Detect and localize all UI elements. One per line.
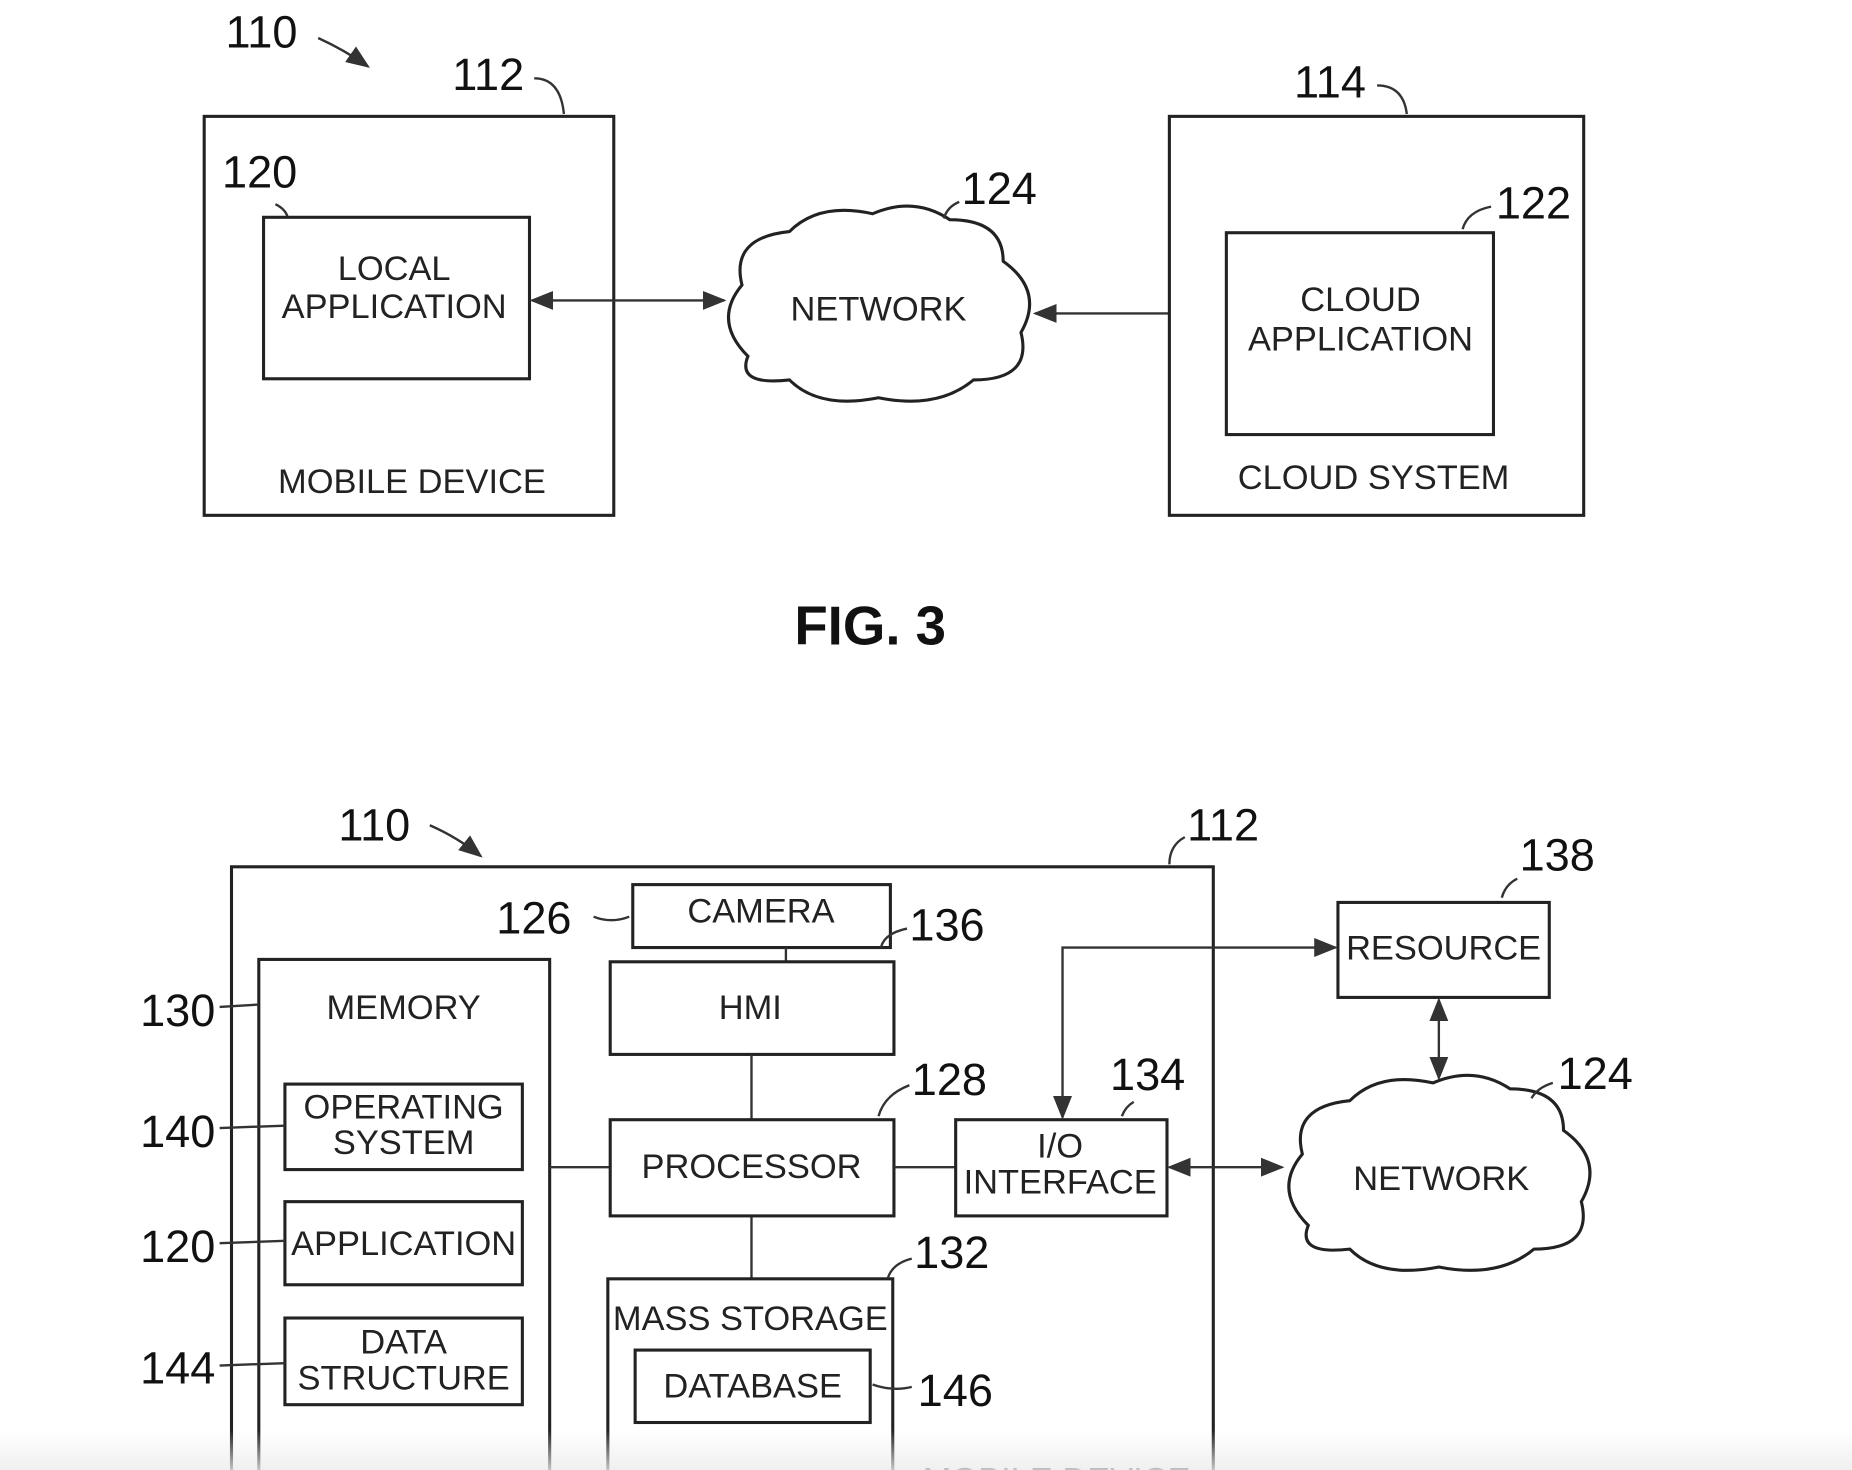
- ref-138: 138: [1520, 829, 1595, 880]
- figure-caption: FIG. 3: [794, 596, 946, 657]
- memory-label: MEMORY: [327, 989, 481, 1027]
- leader-line: [219, 1239, 285, 1245]
- data-structure-box: [283, 1316, 524, 1407]
- operating-system-line1: OPERATING: [304, 1089, 504, 1127]
- data-structure-line2: STRUCTURE: [298, 1359, 510, 1397]
- io-interface-box: [954, 1118, 1169, 1218]
- data-structure-line1: DATA: [360, 1324, 447, 1362]
- ref-124: 124: [962, 163, 1037, 214]
- ref-134: 134: [1110, 1049, 1185, 1100]
- ref-140: 140: [140, 1106, 215, 1157]
- ref-122: 122: [1496, 177, 1571, 228]
- ref-124: 124: [1558, 1048, 1633, 1099]
- ref-112: 112: [1187, 800, 1259, 851]
- mass-storage-label: MASS STORAGE: [613, 1300, 888, 1338]
- double-arrow: [1053, 938, 1338, 1120]
- leader-line: [219, 1003, 259, 1009]
- ref-112: 112: [452, 49, 524, 100]
- ref-128: 128: [912, 1054, 987, 1105]
- database-box: [633, 1348, 872, 1425]
- database-label: DATABASE: [663, 1368, 842, 1406]
- operating-system-line2: SYSTEM: [333, 1124, 475, 1162]
- ref-110: 110: [226, 6, 298, 57]
- leader-line: [1168, 836, 1186, 865]
- resource-box: [1336, 900, 1551, 999]
- ref-132: 132: [914, 1227, 989, 1278]
- leader-line: [877, 1084, 910, 1117]
- fig3: 110 112 MOBILE DEVICE 120 LOCAL APPLICAT…: [202, 6, 1586, 657]
- leader-line: [219, 1361, 285, 1367]
- resource-label: RESOURCE: [1346, 929, 1541, 967]
- ref-130: 130: [140, 985, 215, 1036]
- cloud-application-box: [1224, 231, 1496, 437]
- leader-line: [593, 915, 630, 922]
- ref-144: 144: [140, 1342, 215, 1393]
- ref-arrow-icon: [317, 36, 370, 68]
- leader-line: [942, 200, 960, 219]
- local-application-box: [262, 215, 532, 381]
- camera-box: [631, 883, 892, 950]
- local-application-line2: APPLICATION: [282, 288, 507, 326]
- operating-system-box: [283, 1082, 524, 1172]
- io-interface-line1: I/O: [1037, 1128, 1083, 1166]
- ref-120: 120: [140, 1221, 215, 1272]
- ref-146: 146: [918, 1365, 993, 1416]
- leader-line: [219, 1124, 285, 1130]
- ref-126: 126: [496, 892, 571, 943]
- leader-line: [534, 77, 566, 115]
- leader-line: [1500, 877, 1518, 899]
- cloud-application-line1: CLOUD: [1300, 281, 1420, 319]
- fig4: 110 112 MOBILE DEVICE CAMERA 126 HMI 136…: [140, 800, 1633, 1470]
- ref-arrow-icon: [429, 824, 483, 858]
- ref-120: 120: [222, 147, 297, 198]
- leader-line: [1530, 1081, 1554, 1099]
- mobile-device-label: MOBILE DEVICE: [278, 463, 546, 501]
- leader-line: [1377, 84, 1408, 115]
- hmi-box: [608, 960, 896, 1056]
- ref-114: 114: [1294, 56, 1366, 107]
- cloud-system-label: CLOUD SYSTEM: [1238, 459, 1510, 497]
- application-label: APPLICATION: [291, 1225, 516, 1263]
- io-interface-line2: INTERFACE: [964, 1163, 1157, 1201]
- network-label: NETWORK: [791, 291, 967, 329]
- ref-136: 136: [909, 899, 984, 950]
- local-application-line1: LOCAL: [338, 250, 451, 288]
- hmi-label: HMI: [719, 989, 782, 1027]
- leader-line: [879, 927, 908, 948]
- leader-line: [886, 1257, 913, 1279]
- network-label: NETWORK: [1353, 1160, 1529, 1198]
- processor-label: PROCESSOR: [642, 1148, 862, 1186]
- leader-line: [274, 203, 289, 217]
- cloud-application-line2: APPLICATION: [1248, 320, 1473, 358]
- processor-box: [608, 1118, 896, 1218]
- ref-110: 110: [338, 800, 410, 851]
- mobile-device-label: MOBILE DEVICE: [923, 1461, 1191, 1470]
- application-box: [283, 1200, 524, 1287]
- leader-line: [1461, 205, 1492, 230]
- camera-label: CAMERA: [687, 893, 834, 931]
- leader-line: [872, 1383, 913, 1390]
